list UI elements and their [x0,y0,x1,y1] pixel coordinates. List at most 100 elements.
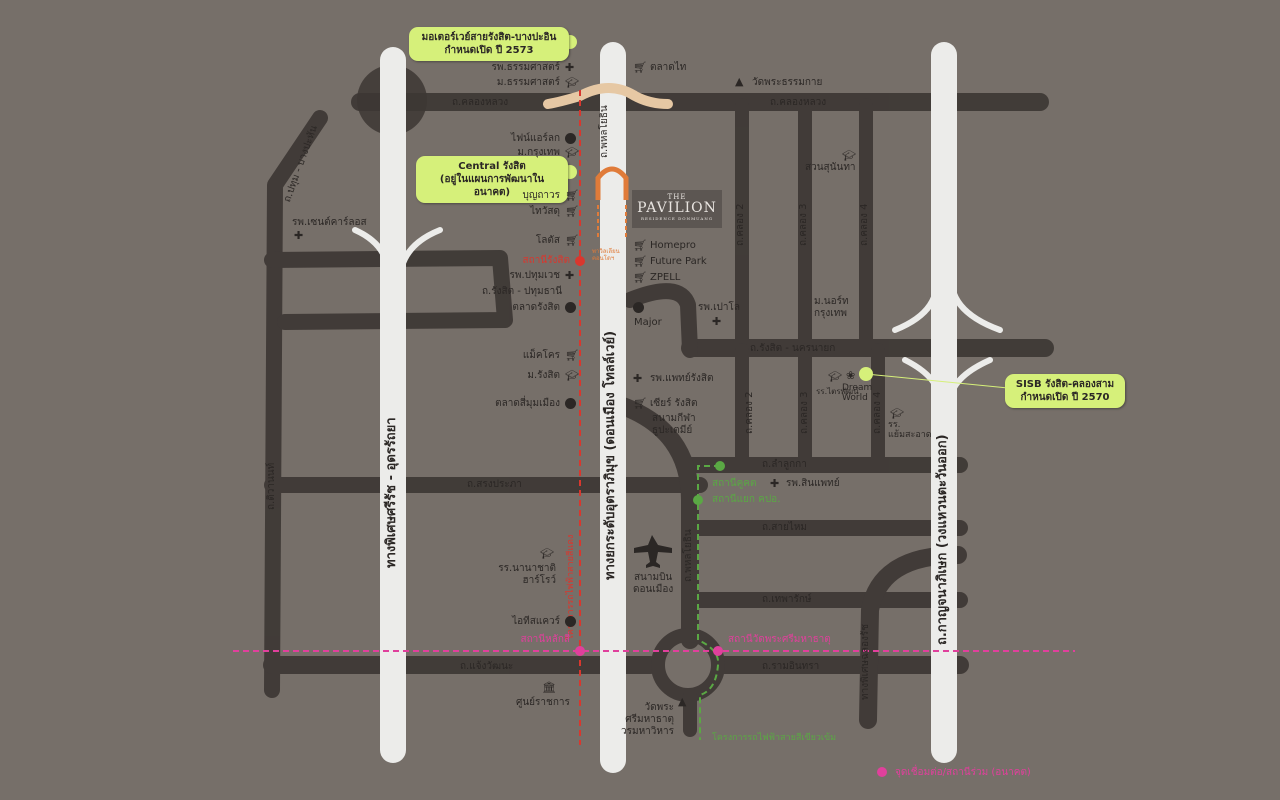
hospital-icon: ✚ [294,229,304,242]
school2-line1: รร. [888,420,901,430]
highways [352,42,1003,773]
shop-icon: 🛒︎ [565,189,579,202]
place-m-thammasat: ม.ธรรมศาสตร์ [496,77,560,88]
expressway-west-label: ทางพิเศษศรีรัช - อุดรรัถยา [384,417,399,568]
place-wat-phra-sri-station: สถานีวัดพระศรีมหาธาตุ [728,634,831,645]
university-icon: 🎓︎ [842,149,856,162]
chalong-rat-label: ทางพิเศษฉลองรัช [860,623,871,700]
airplane-icon [634,535,672,568]
road-rangsit-nakhon-label: ถ.รังสิต - นครนายก [750,343,836,354]
shop-icon: 🛒︎ [633,271,647,284]
callout-motorway-line1: มอเตอร์เวย์สายรังสิต-บางปะอิน [421,32,557,43]
dream-line1: Dream [842,383,873,393]
callout-central-line1: Central รังสิต [458,161,526,172]
legend: จุดเชื่อมต่อ/สถานีร่วม (อนาคต) [877,765,1031,780]
road-sai-mai-label: ถ.สายไหม [762,522,808,533]
place-zpell: ZPELL [650,272,681,283]
place-lak-si: สถานีหลักสี่ [520,634,571,645]
ramp-west-1 [352,227,392,303]
road-khlong4-bot: ถ.คลอง 4 [872,391,883,434]
sisb-pin [859,367,873,381]
road-khlong2-bot: ถ.คลอง 2 [744,391,755,434]
shop-icon: 🛒︎ [633,255,647,268]
university-icon: 🎓︎ [565,76,579,89]
university-icon: 🎓︎ [565,369,579,382]
road-phahon-top-label: ถ.พหลโยธิน [599,105,610,158]
project-logo: THE PAVILION RESIDENCE DONMUANG [632,190,722,228]
brand-sub: RESIDENCE DONMUANG [640,216,714,221]
kpo-dot [693,495,703,505]
place-future-air: ไฟน์แอร์ลก [511,133,560,144]
government-icon: 🏛︎ [542,681,556,694]
callout-sisb-line1: SISB รังสิต-คลองสาม [1015,379,1115,390]
road-klong-luang-e: ถ.คลองหลวง [770,97,827,108]
mall-dot-icon [565,133,576,144]
shop-icon: 🛒︎ [633,397,647,410]
airport-line2: ดอนเมือง [633,584,674,595]
callout-sisb-line2: กำหนดเปิด ปี 2570 [1020,392,1110,403]
market-dot-icon [565,398,576,409]
lak-si-station-dot [575,646,585,656]
hospital-icon: ✚ [770,477,780,490]
brand-top: THE [667,193,687,201]
place-thai-watsadu: ไทวัสดุ [530,206,560,217]
callout-central: Central รังสิต (อยู่ในแผนการพัฒนาในอนาคต… [416,156,568,203]
legend-text: จุดเชื่อมต่อ/สถานีร่วม (อนาคต) [895,767,1031,778]
ramp-east-4 [946,357,993,413]
road-pathum-bang-pa [264,110,328,698]
kanchana-label: ถ.กาญจนาภิเษก (วงแหวนตะวันออก) [935,434,950,645]
north-line2: กรุงเทพ [814,308,847,319]
road-song-prapa-label: ถ.สรงประภา [467,479,522,490]
place-rp-chernkarn: รพ.เซนต์คาร์ลอส [292,217,367,228]
place-stadium: สนามกีฬา ธูปะเตมีย์ [652,413,696,437]
wat-phra-sri-dot [713,646,723,656]
park-icon: ❀ [846,369,856,382]
place-future-park: Future Park [650,256,707,267]
place-m-krungthep: ม.กรุงเทพ [517,147,560,158]
cinema-dot-icon [633,302,644,313]
temple-line1: วัดพระ [644,702,674,713]
stadium-line2: ธูปะเตมีย์ [652,425,693,436]
road-tiwanon-label: ถ.ติวานนท์ [266,462,277,510]
north-line1: ม.นอร์ท [814,296,849,307]
place-airport: สนามบิน ดอนเมือง [633,572,673,596]
road-khlong3-bot: ถ.คลอง 3 [799,391,810,434]
dream-line2: World [842,393,868,403]
temple-icon: ▲ [735,75,744,88]
place-m-north: ม.นอร์ท กรุงเทพ [814,296,849,320]
place-rp-sinphaet: รพ.สินแพทย์ [786,478,840,489]
nanachat-line1: รร.นานาชาติ [498,563,556,574]
hospital-icon: ✚ [565,61,575,74]
kukot-dot [715,461,725,471]
place-wat-dhammakaya: วัดพระธรรมกาย [752,77,823,88]
shop-icon: 🛒︎ [565,205,579,218]
shop-icon: 🛒︎ [633,239,647,252]
place-rp-phaet: รพ.แพทย์รังสิต [650,373,714,384]
tollway-label: ทางยกระดับอุตราภิมุข (ดอนเมือง โทลล์เวย์… [603,330,618,580]
place-rp-pathumvech: รพ.ปทุมเวช [509,270,561,281]
place-big-c: เซียร์ รังสิต [650,398,698,409]
university-icon: 🎓︎ [890,407,904,420]
place-it-square: ไอทีสแควร์ [512,616,560,627]
place-talad-rangsit: ตลาดรังสิต [512,302,560,313]
place-govt-center: ศูนย์ราชการ [516,697,570,708]
callout-central-line2: (อยู่ในแผนการพัฒนาในอนาคต) [439,174,545,198]
place-rr-klong-luang: รร.ไตรพัฒน์ [816,387,859,396]
road-rangsit-pathum-label: ถ.รังสิต - ปทุมธานี [482,286,563,297]
shop-icon: 🛒︎ [565,349,579,362]
university-icon: 🎓︎ [828,370,842,383]
place-rr-nanachat: รร.นานาชาติ ฮาร์โรว์ [470,563,556,587]
place-wat-temple: วัดพระ ศรีมหาธาตุ วรมหาวิหาร [612,702,674,738]
road-khlong3-top: ถ.คลอง 3 [798,203,809,246]
university-icon: 🎓︎ [565,146,579,159]
project-pin-line1: พาวิลเลียน [592,248,620,255]
place-rangsit-station: สถานีรังสิต [522,255,570,266]
callout-motorway-line2: กำหนดเปิด ปี 2573 [444,45,534,56]
place-rr-school2: รร. แย้มสะอาด [888,420,932,440]
road-major-loop [622,283,698,358]
place-rp-thammasat: รพ.ธรรมศาสตร์ [491,62,560,73]
nanachat-line2: ฮาร์โรว์ [522,575,556,586]
road-phahon-bottom-label: ถ.พหลโยธิน [683,529,694,582]
ramp-west-2 [396,227,443,303]
road-thep-harak-label: ถ.เทพารักษ์ [762,594,812,605]
